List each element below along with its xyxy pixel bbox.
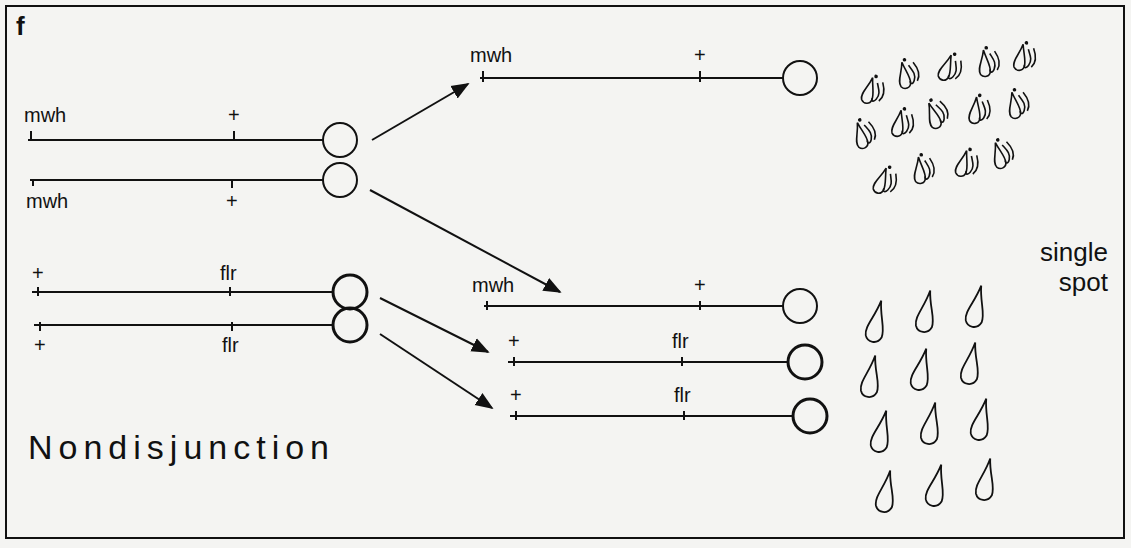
gene-label: mwh: [26, 190, 68, 213]
multiple-wing-hairs: [851, 40, 1038, 198]
chromosomes: [28, 61, 827, 433]
gene-label: +: [228, 104, 240, 127]
gene-label: +: [694, 274, 706, 297]
gene-label: flr: [222, 334, 239, 357]
gene-label: +: [34, 334, 46, 357]
panel-border: [6, 6, 1124, 538]
phenotype-label: single spot: [1018, 238, 1108, 298]
mechanism-label: Nondisjunction: [28, 428, 335, 467]
gene-label: mwh: [24, 104, 66, 127]
gene-label: +: [508, 330, 520, 353]
gene-label: flr: [220, 262, 237, 285]
gene-label: mwh: [472, 274, 514, 297]
gene-label: flr: [672, 330, 689, 353]
segregation-arrows: [370, 84, 560, 408]
gene-label: +: [226, 190, 238, 213]
single-wing-hairs: [859, 284, 998, 514]
gene-ticks: [31, 71, 700, 420]
gene-label: +: [694, 44, 706, 67]
gene-label: +: [32, 262, 44, 285]
gene-label: mwh: [470, 44, 512, 67]
gene-label: flr: [674, 384, 691, 407]
gene-label: +: [510, 384, 522, 407]
panel-letter: f: [16, 12, 25, 42]
